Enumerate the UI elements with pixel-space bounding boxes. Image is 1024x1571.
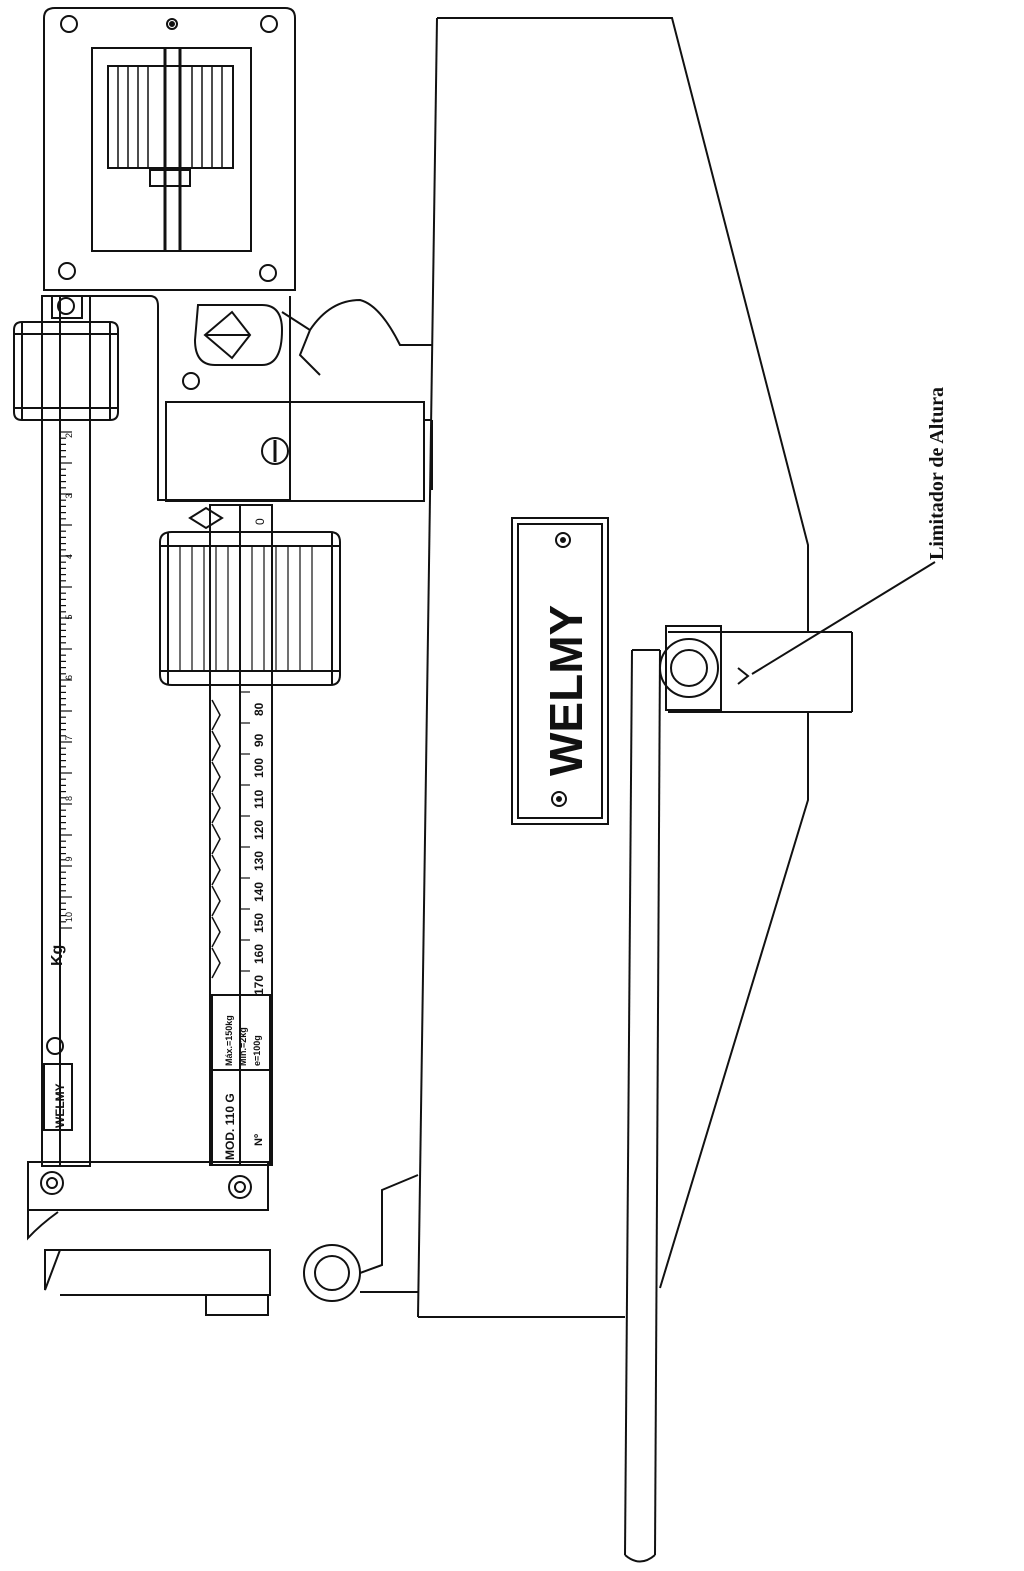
height-limiter-pivot xyxy=(659,625,750,711)
height-rod xyxy=(624,649,661,1563)
lower-poise xyxy=(159,506,341,686)
upper-beam-tick-labels: 2 3 4 5 6 7 8 9 10 xyxy=(64,433,74,922)
plate-model: MOD. 110 G xyxy=(223,1093,237,1160)
beam-end-bracket xyxy=(27,1161,419,1316)
lower-poise-ridges xyxy=(179,546,313,671)
top-mounting-plate xyxy=(43,7,296,291)
lower-tick-label: 80 xyxy=(252,702,266,716)
upper-tick-label: 4 xyxy=(64,554,74,559)
balance-indicator xyxy=(44,295,432,501)
fine-poise-ridges xyxy=(117,66,223,168)
lower-beam-ticks xyxy=(240,691,250,972)
upper-beam-ticks xyxy=(60,431,72,929)
upper-tick-label: 9 xyxy=(64,856,74,861)
lower-zero-label: 0 xyxy=(253,518,267,525)
brand-plate xyxy=(511,517,609,825)
upper-unit-label: Kg xyxy=(49,945,66,966)
column-body xyxy=(417,17,853,1318)
plate-serial: Nº xyxy=(253,1134,265,1146)
lower-tick-label: 170 xyxy=(252,975,266,995)
spec-plate-frame xyxy=(211,994,271,1166)
plate-max: Máx.=150kg xyxy=(224,1015,234,1066)
upper-tick-label: 8 xyxy=(64,796,74,801)
lower-tick-label: 110 xyxy=(252,789,266,809)
callout-leader xyxy=(751,561,936,675)
callout-label: Limitador de Altura xyxy=(926,387,948,560)
upper-tick-label: 2 xyxy=(64,433,74,438)
upper-tick-label: 5 xyxy=(64,614,74,619)
lower-tick-label: 100 xyxy=(252,758,266,778)
upper-tick-label: 7 xyxy=(64,735,74,740)
brand-logo: WELMY xyxy=(540,605,592,776)
upper-beam xyxy=(41,295,91,1167)
plate-division: e=100g xyxy=(252,1035,262,1066)
lower-tick-label: 130 xyxy=(252,851,266,871)
upper-tick-label: 3 xyxy=(64,493,74,498)
lower-tick-label: 160 xyxy=(252,944,266,964)
upper-tick-label: 10 xyxy=(64,912,74,922)
beam-logo: WELMY xyxy=(53,1083,67,1128)
lower-tick-label: 140 xyxy=(252,882,266,902)
lever-box xyxy=(165,401,433,502)
lower-tick-label: 150 xyxy=(252,913,266,933)
lower-tick-label: 90 xyxy=(252,733,266,747)
lower-tick-label: 120 xyxy=(252,820,266,840)
upper-poise xyxy=(13,321,119,421)
upper-tick-label: 6 xyxy=(64,675,74,680)
lower-beam-tick-labels: 80 90 100 110 120 130 140 150 160 170 xyxy=(252,702,266,995)
plate-min: Mín.=2kg xyxy=(238,1027,248,1066)
